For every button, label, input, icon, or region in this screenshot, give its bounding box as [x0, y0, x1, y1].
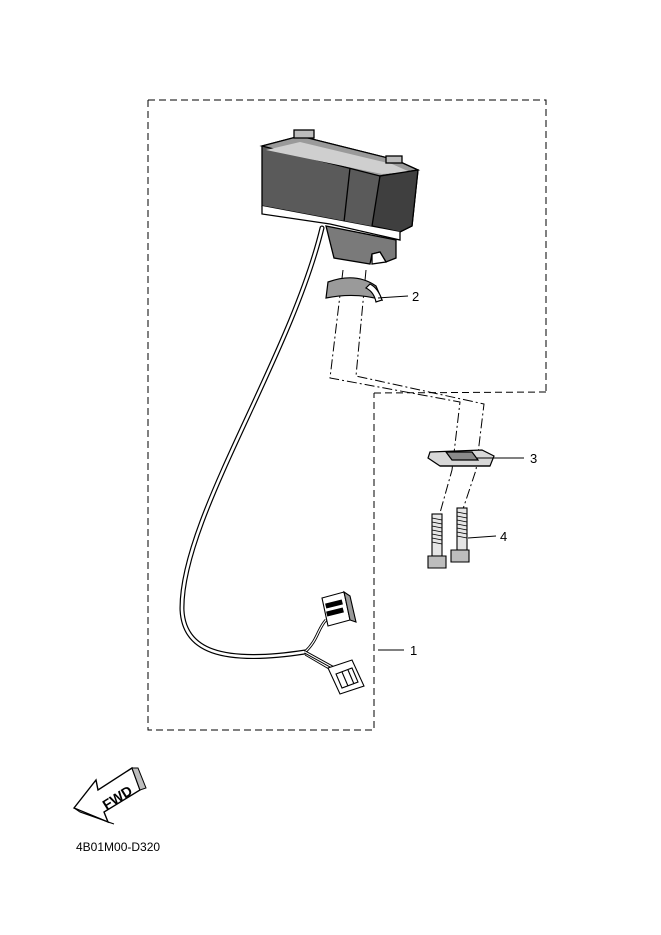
callout-1: 1 — [410, 643, 417, 658]
forward-arrow-icon: FWD — [72, 766, 147, 825]
connector-lower — [327, 659, 365, 695]
damper-part-2 — [325, 277, 384, 303]
bolts-part-4 — [427, 507, 470, 569]
bracket-part-3 — [427, 449, 495, 467]
callout-2: 2 — [412, 289, 419, 304]
diagram-code: 4B01M00-D320 — [76, 840, 160, 854]
meter-unit — [259, 129, 421, 265]
callout-3: 3 — [530, 451, 537, 466]
connector-upper — [321, 590, 357, 627]
assembly-boundary — [147, 99, 547, 731]
wire-harness — [179, 225, 335, 673]
alignment-guides — [329, 269, 485, 521]
leader-lines — [377, 295, 524, 651]
callout-4: 4 — [500, 529, 507, 544]
